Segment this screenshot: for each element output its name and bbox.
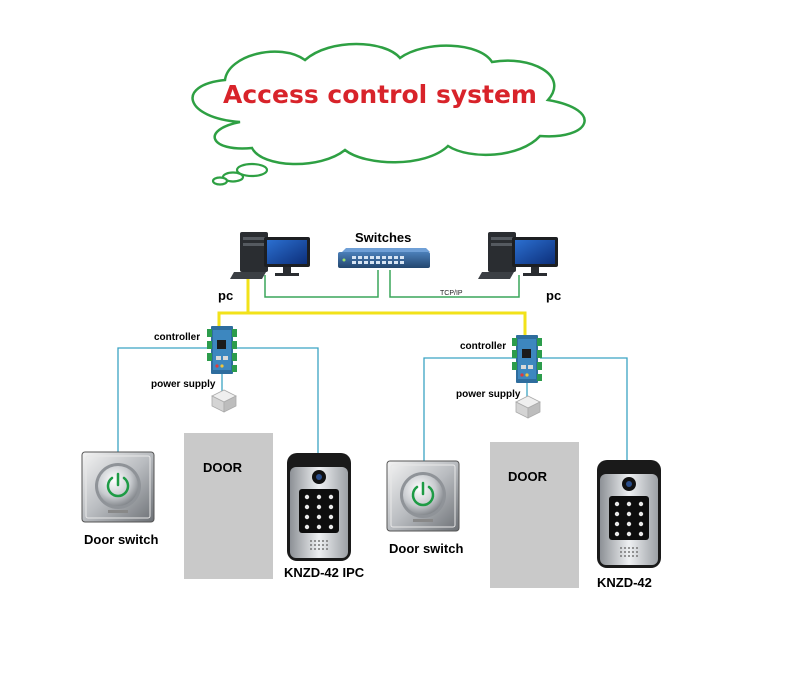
device-wires: [117, 347, 628, 462]
lan-cable: [217, 278, 527, 336]
left-unit: controller power supply Door switch DOOR…: [80, 326, 365, 580]
right-door: [490, 442, 579, 588]
pc-right-label: pc: [546, 288, 561, 303]
title-cloud: [191, 42, 586, 186]
switch-label: Switches: [355, 230, 411, 245]
door-switch-icon: [385, 459, 461, 533]
pc-left-label: pc: [218, 288, 233, 303]
right-unit: controller power supply Door switch DOOR…: [385, 335, 661, 590]
right-device-label: KNZD-42: [597, 575, 652, 590]
tcp-ip-label: TCP/IP: [440, 290, 463, 297]
door-switch-icon: [80, 450, 156, 524]
pc-right: pc: [478, 232, 561, 303]
right-controller-label: controller: [460, 341, 506, 352]
right-power-label: power supply: [456, 389, 521, 400]
left-door: [184, 433, 273, 579]
door-phone-icon: [597, 460, 661, 568]
controller-board-icon: [207, 326, 237, 374]
network-switch: Switches TCP/IP: [338, 230, 463, 297]
left-controller-label: controller: [154, 332, 200, 343]
desktop-pc-icon: [478, 232, 558, 279]
left-door-label: DOOR: [203, 460, 243, 475]
left-power-label: power supply: [151, 379, 216, 390]
pc-switch-links: [264, 270, 520, 298]
left-device-label: KNZD-42 IPC: [284, 565, 365, 580]
desktop-pc-icon: [230, 232, 310, 279]
door-phone-icon: [287, 453, 351, 561]
left-door-switch-label: Door switch: [84, 532, 158, 547]
controller-board-icon: [512, 335, 542, 383]
page-title: Access control system: [223, 80, 537, 109]
power-supply-icon: [211, 389, 237, 413]
right-door-switch-label: Door switch: [389, 541, 463, 556]
pc-left: pc: [218, 232, 310, 303]
right-door-label: DOOR: [508, 469, 548, 484]
network-switch-icon: [338, 248, 430, 268]
